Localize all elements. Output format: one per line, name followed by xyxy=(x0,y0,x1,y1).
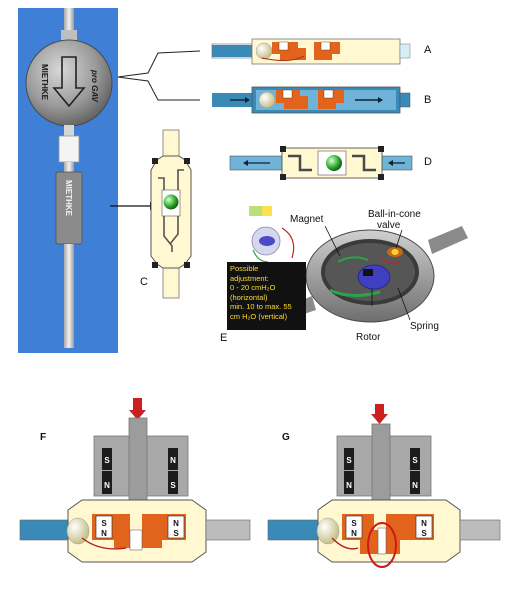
rotor-pole-labels-f: S N N S xyxy=(101,519,179,538)
svg-text:S: S xyxy=(173,529,179,538)
svg-text:N: N xyxy=(101,529,107,538)
inlet-tube-f xyxy=(19,519,69,541)
svg-text:S: S xyxy=(170,481,176,490)
magnet-pole-labels-g: S N S N xyxy=(346,456,418,490)
note-line: (horizontal) xyxy=(230,292,268,302)
sleeve-text: MIETHKE xyxy=(64,180,73,217)
bracket-lines xyxy=(117,50,201,101)
panel-label-f: F xyxy=(40,432,47,443)
rotor-illustration xyxy=(249,206,295,263)
valve-section-b xyxy=(212,86,411,114)
outlet-tube-f xyxy=(205,519,251,541)
force-arrow-f xyxy=(129,398,146,420)
panel-label-d: D xyxy=(424,156,432,168)
svg-text:N: N xyxy=(346,481,352,490)
force-arrow-g xyxy=(371,404,388,424)
note-line: Possible xyxy=(230,264,259,273)
magnet-callout: Magnet xyxy=(290,214,324,225)
rotor-arm xyxy=(329,288,381,297)
svg-text:S: S xyxy=(346,456,352,465)
brand-text: MIETHKE xyxy=(40,64,49,101)
inlet-tube-g xyxy=(267,519,319,541)
valve-section-d xyxy=(229,146,413,180)
small-magnet-icon xyxy=(249,206,263,216)
magnet-test-g xyxy=(267,404,501,568)
valve-callout-line1: Ball-in-cone xyxy=(368,209,421,220)
svg-text:N: N xyxy=(351,529,357,538)
flow-direction-arrow xyxy=(52,56,86,108)
panel-label-c: C xyxy=(140,276,148,288)
model-text: pro GAV xyxy=(90,69,99,103)
svg-text:S: S xyxy=(101,519,107,528)
panel-label-b: B xyxy=(424,94,432,106)
svg-text:S: S xyxy=(421,529,427,538)
device-labels: MIETHKE pro GAV MIETHKE xyxy=(40,64,99,217)
magnet-test-f xyxy=(19,398,251,563)
magnet-pole-labels-f: S N N S xyxy=(104,456,176,490)
svg-text:S: S xyxy=(351,519,357,528)
svg-text:N: N xyxy=(412,481,418,490)
panel-label-g: G xyxy=(282,432,290,443)
svg-text:N: N xyxy=(170,456,176,465)
catheter-segment xyxy=(64,162,74,174)
valve-section-c xyxy=(150,129,192,299)
inlet-connector xyxy=(61,30,77,40)
svg-text:N: N xyxy=(421,519,427,528)
chamber-neck xyxy=(64,125,74,137)
outlet-catheter xyxy=(64,244,74,348)
spring-callout: Spring xyxy=(410,321,439,332)
svg-text:S: S xyxy=(412,456,418,465)
note-line: min. 10 to max. 55 xyxy=(230,302,292,312)
white-connector xyxy=(58,135,80,163)
magnet-stem-g xyxy=(371,423,391,505)
rotor-callout: Rotor xyxy=(356,332,381,343)
rotor xyxy=(357,264,391,290)
ring-valve-outlet xyxy=(428,226,468,254)
svg-text:S: S xyxy=(104,456,110,465)
note-line: 0 - 20 cmH₂O xyxy=(230,283,276,293)
magnet-stem-f xyxy=(128,417,148,507)
svg-text:N: N xyxy=(173,519,179,528)
svg-text:N: N xyxy=(104,481,110,490)
note-line: cm H₂O (vertical) xyxy=(230,311,288,321)
rotor-pole-labels-g: S N N S xyxy=(351,519,427,538)
note-line: adjustment: xyxy=(230,273,269,283)
outlet-tube-g xyxy=(459,519,501,541)
adjustment-note: Possible adjustment: 0 - 20 cmH₂O (horiz… xyxy=(227,262,306,330)
inlet-catheter xyxy=(64,8,74,38)
panel-label-a: A xyxy=(424,44,432,56)
valve-section-a xyxy=(211,38,411,65)
panel-label-e: E xyxy=(220,332,228,344)
device-photo xyxy=(18,8,118,353)
highlight-circle-g xyxy=(367,522,397,568)
ring-valve-illustration xyxy=(288,225,468,323)
valve-callout-line2: valve xyxy=(377,220,401,231)
spring xyxy=(381,257,401,264)
